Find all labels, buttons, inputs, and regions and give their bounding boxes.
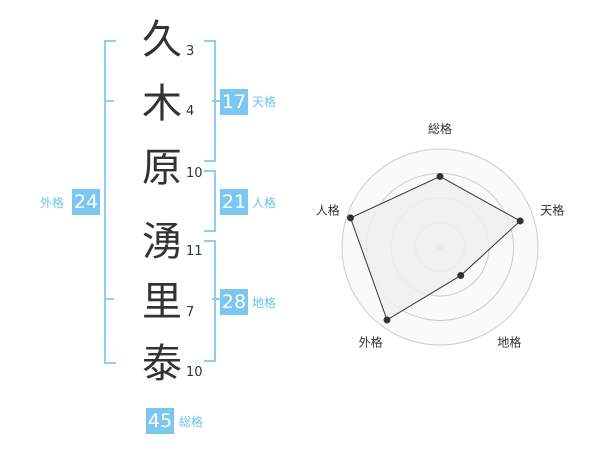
name-char-1: 久 [142,17,182,63]
radar-point [436,172,444,180]
stroke-count-1: 3 [186,44,195,59]
soukaku-label: 総格 [179,415,204,429]
name-char-3: 原 [142,145,182,191]
bracket-tick [106,298,114,300]
name-char-4: 湧 [142,219,182,265]
stroke-count-2: 4 [186,104,195,119]
radar-point [457,272,465,280]
bracket-tick [106,100,114,102]
radar-points [347,172,524,324]
name-char-6: 泰 [142,341,182,387]
radar-axis-label: 総格 [428,121,452,136]
bracket-tick [212,100,220,102]
stroke-count-6: 10 [186,365,203,380]
jinkaku-bracket [204,170,216,232]
tenkaku-value: 17 [220,89,248,115]
chikaku-bracket [204,240,216,362]
chikaku-label: 地格 [252,296,277,310]
radar-axis-label: 人格 [316,203,340,218]
radar-polygon [349,175,522,321]
name-char-2: 木 [142,81,182,127]
radar-axis-label: 天格 [540,203,564,218]
radar-axis-label: 地格 [497,334,521,349]
gaikaku-bracket [104,40,116,364]
stroke-count-4: 11 [186,244,203,259]
chikaku-value: 28 [220,289,248,315]
radar-axis-label: 外格 [359,334,383,349]
jinkaku-value: 21 [220,189,248,215]
bracket-tick [212,298,220,300]
stroke-count-5: 7 [186,305,195,320]
jinkaku-label: 人格 [252,196,277,210]
stroke-count-3: 10 [186,166,203,181]
gaikaku-value: 24 [72,189,100,215]
soukaku-value: 45 [146,408,174,434]
gaikaku-label: 外格 [40,196,65,210]
radar-point [516,217,524,225]
tenkaku-label: 天格 [252,95,277,109]
radar-shape [349,175,522,321]
radar-point [347,214,355,222]
name-char-5: 里 [142,279,182,325]
radar-point [383,316,391,324]
